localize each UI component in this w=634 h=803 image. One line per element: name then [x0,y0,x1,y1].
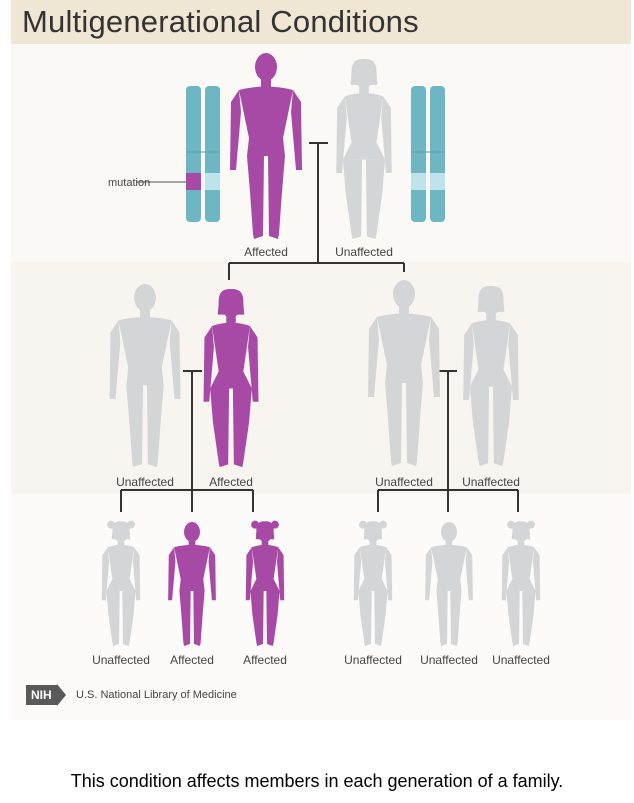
grandfather-figure [230,53,302,239]
parent-1-figure [109,283,181,468]
parent-2-figure [203,288,259,468]
pedigree-lines [120,142,519,512]
child-6-figure [501,520,541,647]
nih-logo-arrow [56,684,66,706]
figure-caption: This condition affects members in each g… [70,771,564,791]
status-label-child-4: Unaffected [344,653,402,667]
child-3-figure [245,520,285,647]
child-4-figure [353,520,393,647]
diagram-title: Multigenerational Conditions [22,4,419,39]
status-label-child-6: Unaffected [492,653,550,667]
status-label-child-1: Unaffected [92,653,150,667]
agency-name: U.S. National Library of Medicine [76,689,237,701]
status-label-parent-1: Unaffected [116,475,174,489]
mutation-band [186,173,201,190]
status-label-child-5: Unaffected [420,653,478,667]
status-label-child-3: Affected [243,653,287,667]
status-label-grandfather: Affected [244,245,288,259]
child-2-figure [168,522,216,647]
grandmother-figure [336,58,392,240]
status-label-parent-3: Unaffected [375,475,433,489]
status-label-grandmother: Unaffected [335,245,393,259]
child-1-figure [101,520,141,647]
status-label-parent-2: Affected [209,475,253,489]
mutation-label: mutation [108,177,151,189]
nih-logo: NIH [26,684,66,706]
status-label-parent-4: Unaffected [462,475,520,489]
nih-logo-text: NIH [26,685,57,705]
status-label-child-2: Affected [170,653,214,667]
title-bar [11,0,631,44]
chromosome-pair-affected [186,86,220,222]
parent-3-figure [368,280,440,466]
child-5-figure [425,522,473,647]
chromosome-pair-unaffected [411,86,445,222]
parent-4-figure [463,285,519,467]
